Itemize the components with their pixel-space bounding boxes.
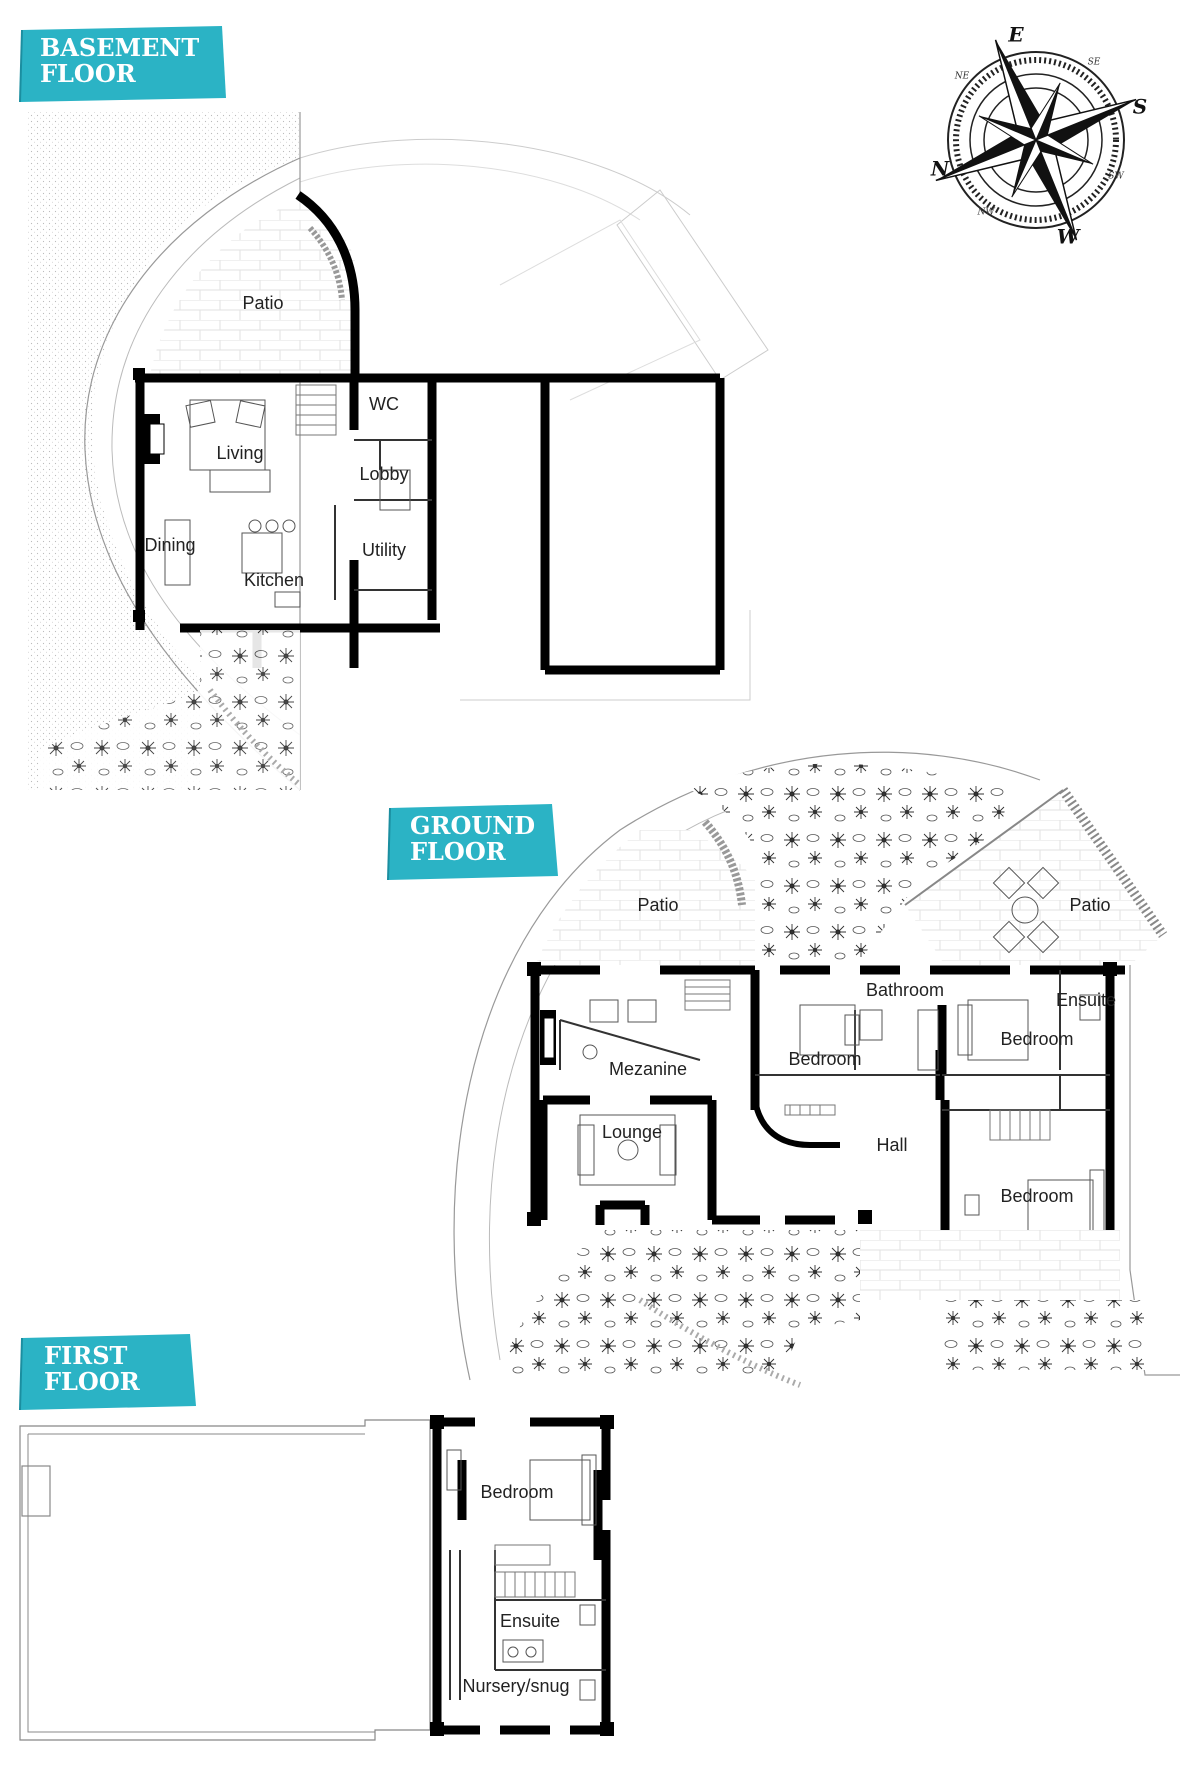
basement-curved-wall — [295, 191, 360, 375]
compass-label-e: E — [1007, 23, 1024, 47]
basement-walls — [135, 373, 725, 675]
ground-label-hall: Hall — [876, 1135, 907, 1155]
basement-tag-background — [20, 26, 226, 102]
first-roof-outline-outer — [19, 1419, 431, 1741]
ground-curved-steps — [701, 819, 746, 906]
ground-patio-left-paving — [535, 830, 755, 965]
basement-tag-line1: BASEMENT — [40, 33, 199, 62]
ground-label-patio-right: Patio — [1069, 895, 1110, 915]
first-label-nursery: Nursery/snug — [462, 1676, 569, 1696]
ground-tag-line2: FLOOR — [410, 837, 507, 866]
compass-label-s: S — [1133, 95, 1147, 119]
compass-rose: E S N W NE SE SW NW — [930, 23, 1147, 249]
compass-tick-ring — [953, 57, 1119, 223]
basement-label-wc: WC — [369, 394, 399, 414]
ground-garden-bed-top — [690, 763, 1010, 965]
basement-faint-terrace — [616, 189, 769, 381]
basement-label-living: Living — [216, 443, 263, 463]
ground-garden-bed-right — [940, 1300, 1145, 1370]
ground-garden-bed-bottom — [500, 1230, 860, 1380]
ground-tag-line1: GROUND — [410, 811, 535, 840]
first-tag-background — [20, 1334, 196, 1410]
first-walls — [432, 1417, 612, 1735]
basement-label-dining: Dining — [144, 535, 195, 555]
basement-faint-arc-top-inner — [299, 163, 641, 221]
basement-curved-steps — [307, 225, 345, 301]
compass-label-se: SE — [1088, 58, 1101, 68]
compass-label-w: W — [1057, 225, 1082, 249]
basement-stairs — [295, 384, 337, 436]
ground-floor-tag: GROUND FLOOR — [387, 804, 558, 881]
ground-floor-plan: Patio Patio Bathroom Ensuite Bedroom Bed… — [453, 751, 1180, 1388]
compass-label-n: N — [930, 157, 950, 181]
basement-patio-paving — [150, 200, 355, 375]
first-stairs — [494, 1544, 576, 1598]
compass-label-sw: SW — [1108, 172, 1124, 182]
basement-internal-walls — [334, 439, 432, 600]
first-furniture — [446, 1449, 597, 1701]
first-roof-outline-inner — [27, 1433, 375, 1733]
basement-faint-terrace-2 — [499, 219, 701, 401]
ground-outer-arc — [453, 751, 1041, 1381]
first-label-bedroom: Bedroom — [480, 1482, 553, 1502]
first-internal-walls — [449, 1550, 606, 1700]
ground-label-patio-left: Patio — [637, 895, 678, 915]
ground-hall-curved-wall — [752, 1099, 840, 1148]
first-tag-line2: FLOOR — [44, 1367, 141, 1396]
ground-label-mezzanine: Mezanine — [609, 1059, 687, 1079]
ground-stairs — [684, 979, 1051, 1141]
basement-outer-arc — [84, 157, 301, 791]
basement-floor-tag: BASEMENT FLOOR — [19, 26, 226, 103]
ground-label-bedroom-2: Bedroom — [788, 1049, 861, 1069]
ground-furniture — [577, 994, 1105, 1246]
first-label-ensuite: Ensuite — [500, 1611, 560, 1631]
ground-tag-background — [388, 804, 558, 880]
first-tag-line1: FIRST — [44, 1341, 128, 1370]
ground-label-ensuite: Ensuite — [1056, 990, 1116, 1010]
ground-patio-table — [992, 866, 1060, 954]
compass-label-nw: NW — [976, 208, 995, 218]
basement-faint-arc-top — [299, 138, 691, 216]
ground-label-bedroom-1: Bedroom — [1000, 1029, 1073, 1049]
first-roof-skylight — [21, 1465, 51, 1517]
basement-tag-line2: FLOOR — [40, 59, 137, 88]
first-floor-tag: FIRST FLOOR — [19, 1334, 196, 1411]
ground-label-bathroom: Bathroom — [866, 980, 944, 1000]
basement-gravel-area — [28, 112, 300, 790]
first-floor-plan: Bedroom Ensuite Nursery/snug — [19, 1415, 614, 1741]
basement-faint-outline-bottom — [460, 610, 751, 701]
compass-label-ne: NE — [954, 72, 970, 82]
basement-label-patio: Patio — [242, 293, 283, 313]
compass-outer-ring — [947, 51, 1125, 229]
ground-label-lounge: Lounge — [602, 1122, 662, 1142]
basement-label-lobby: Lobby — [359, 464, 408, 484]
basement-label-utility: Utility — [362, 540, 406, 560]
ground-front-paving — [860, 1230, 1120, 1300]
compass-star — [935, 39, 1137, 241]
ground-patio-right-paving — [905, 790, 1163, 965]
ground-label-bedroom-3: Bedroom — [1000, 1186, 1073, 1206]
basement-floor-plan: Patio WC Living Lobby Dining Utility Kit… — [28, 112, 769, 791]
basement-furniture — [164, 399, 411, 608]
basement-label-kitchen: Kitchen — [244, 570, 304, 590]
basement-planting — [40, 630, 300, 790]
